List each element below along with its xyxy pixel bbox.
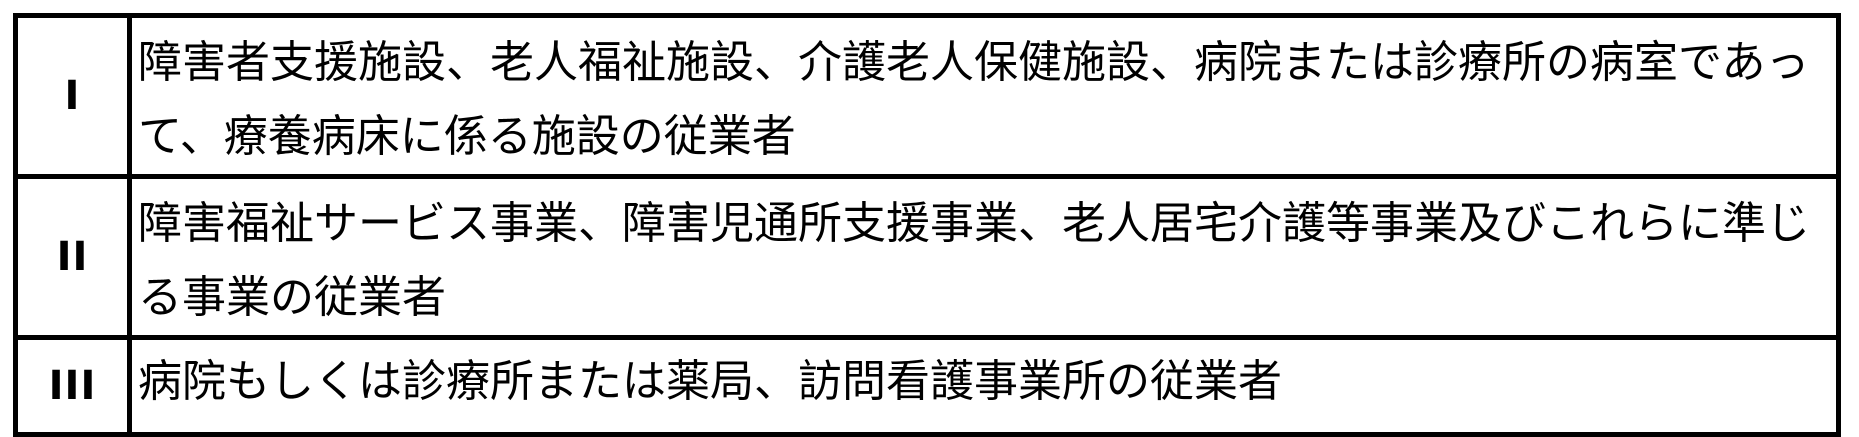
category-table: I 障害者支援施設、老人福祉施設、介護老人保健施設、病院または診療所の病室であっ… (13, 13, 1841, 437)
row-numeral-label: II (56, 234, 89, 280)
category-table-container: I 障害者支援施設、老人福祉施設、介護老人保健施設、病院または診療所の病室であっ… (13, 13, 1841, 437)
row-description-cell: 障害者支援施設、老人福祉施設、介護老人保健施設、病院または診療所の病室であって、… (130, 16, 1839, 177)
row-description-cell: 障害福祉サービス事業、障害児通所支援事業、老人居宅介護等事業及びこれらに準じる事… (130, 177, 1839, 338)
row-numeral-label: III (48, 363, 97, 409)
row-description-text: 障害福祉サービス事業、障害児通所支援事業、老人居宅介護等事業及びこれらに準じる事… (138, 198, 1810, 323)
table-row: II 障害福祉サービス事業、障害児通所支援事業、老人居宅介護等事業及びこれらに準… (15, 176, 1839, 338)
table-row: III 病院もしくは診療所または薬局、訪問看護事業所の従業者 (15, 337, 1839, 435)
document-page: I 障害者支援施設、老人福祉施設、介護老人保健施設、病院または診療所の病室であっ… (13, 13, 1841, 437)
row-description-text: 病院もしくは診療所または薬局、訪問看護事業所の従業者 (138, 356, 1282, 407)
row-numeral-label: I (64, 73, 81, 119)
row-numeral-cell: II (15, 176, 132, 338)
row-description-cell: 病院もしくは診療所または薬局、訪問看護事業所の従業者 (130, 338, 1839, 435)
row-numeral-cell: III (15, 337, 132, 435)
row-numeral-cell: I (15, 15, 132, 177)
row-description-text: 障害者支援施設、老人福祉施設、介護老人保健施設、病院または診療所の病室であって、… (138, 37, 1810, 162)
table-row: I 障害者支援施設、老人福祉施設、介護老人保健施設、病院または診療所の病室であっ… (15, 15, 1839, 177)
